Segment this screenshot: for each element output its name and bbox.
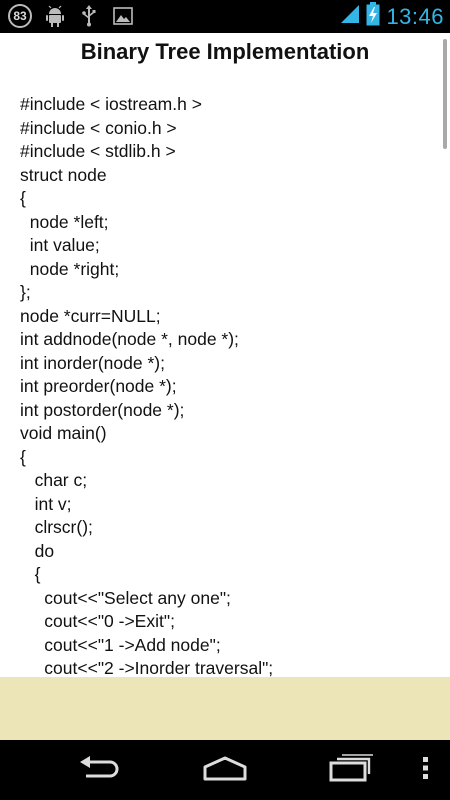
code-line: int addnode(node *, node *); (20, 329, 239, 349)
code-viewer[interactable]: Binary Tree Implementation #include < io… (0, 33, 450, 677)
battery-charging-icon (366, 2, 380, 31)
menu-overflow-button[interactable] (418, 754, 434, 786)
code-line: cout<<"2 ->Inorder traversal"; (20, 658, 274, 677)
back-button[interactable] (76, 754, 124, 786)
code-line: do (20, 540, 55, 561)
code-line: node *curr=NULL; (20, 305, 161, 326)
code-line: { (20, 446, 26, 467)
home-icon (201, 755, 249, 786)
code-line: int value; (20, 235, 100, 255)
code-line: int preorder(node *); (20, 376, 177, 396)
code-line: node *right; (20, 258, 120, 279)
recent-apps-icon (328, 753, 374, 787)
menu-overflow-icon (423, 756, 429, 784)
signal-icon (340, 4, 360, 29)
code-line: clrscr(); (20, 517, 93, 537)
code-line: int v; (20, 493, 72, 514)
code-line: { (20, 188, 26, 208)
code-line: char c; (20, 470, 88, 490)
system-status-area: 13:46 (340, 2, 444, 31)
code-line: int inorder(node *); (20, 352, 165, 373)
page-title: Binary Tree Implementation (80, 39, 370, 64)
status-bar: 83 (0, 0, 450, 33)
android-debug-icon (44, 5, 66, 27)
code-line: #include < stdlib.h > (20, 141, 176, 161)
clock: 13:46 (386, 3, 444, 29)
code-line: cout<<"Select any one"; (20, 587, 231, 608)
usb-icon (78, 5, 100, 27)
ad-banner-area[interactable] (0, 677, 450, 740)
code-line: { (20, 564, 41, 584)
back-icon (78, 755, 122, 785)
code-line: node *left; (20, 211, 109, 232)
notification-area[interactable]: 83 (8, 4, 134, 28)
code-line: void main() (20, 423, 107, 443)
recent-apps-button[interactable] (326, 753, 376, 787)
code-line: cout<<"1 ->Add node"; (20, 634, 221, 655)
home-button[interactable] (200, 754, 250, 786)
code-line: #include < iostream.h > (20, 94, 202, 114)
code-line: }; (20, 282, 31, 302)
navigation-bar (0, 740, 450, 800)
code-line: cout<<"0 ->Exit"; (20, 611, 175, 631)
code-line: #include < conio.h > (20, 117, 177, 138)
code-line: int postorder(node *); (20, 399, 185, 420)
image-icon (112, 5, 134, 27)
scrollbar[interactable] (443, 39, 447, 149)
code-line: struct node (20, 164, 107, 185)
notification-count-badge: 83 (8, 4, 32, 28)
code-listing: #include < iostream.h > #include < conio.… (20, 93, 430, 677)
